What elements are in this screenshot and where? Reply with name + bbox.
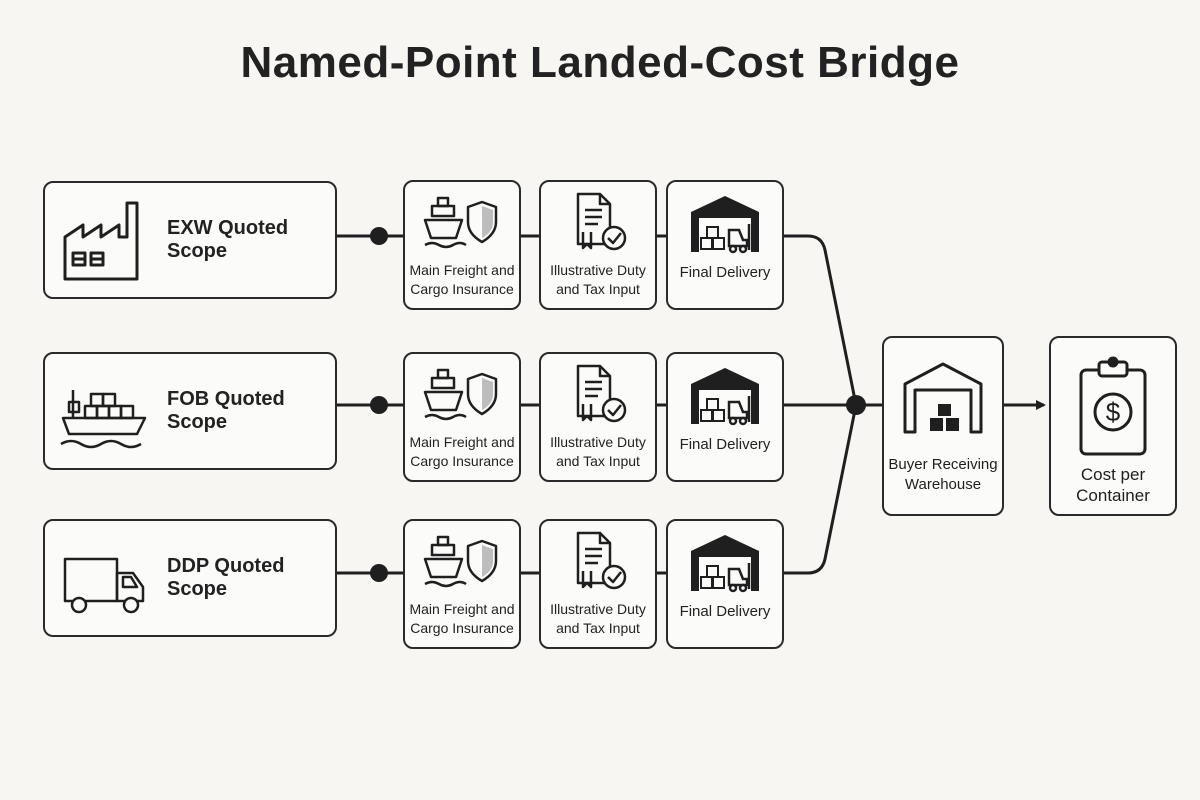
buyer-warehouse-box: Buyer Receiving Warehouse	[882, 336, 1004, 516]
step-label: Main Freight and Cargo Insurance	[409, 262, 515, 297]
step-label: Main Freight and Cargo Insurance	[409, 601, 515, 636]
clipboard-dollar-icon: $	[1079, 356, 1147, 456]
step-final-delivery: Final Delivery	[666, 352, 784, 482]
scope-label: DDP Quoted Scope	[167, 555, 285, 600]
cost-label: Cost per Container	[1076, 465, 1150, 505]
step-label: Illustrative Duty and Tax Input	[550, 434, 646, 469]
step-final-delivery: Final Delivery	[666, 519, 784, 649]
step-label: Final Delivery	[679, 602, 771, 620]
step-duty-tax: Illustrative Duty and Tax Input	[539, 180, 657, 310]
step-freight-insurance: Main Freight and Cargo Insurance	[403, 519, 521, 649]
scope-box-exw: EXW Quoted Scope	[43, 181, 337, 299]
svg-text:$: $	[1106, 397, 1121, 427]
row1-scope-node	[370, 227, 388, 245]
truck-icon	[63, 557, 145, 614]
row3-scope-node	[370, 564, 388, 582]
warehouse-forklift-icon	[691, 368, 759, 426]
row1-merge-curve	[784, 234, 858, 406]
merge-node	[846, 395, 866, 415]
diagram-title: Named-Point Landed-Cost Bridge	[240, 38, 960, 87]
ship-shield-icon	[423, 535, 498, 588]
scope-label: FOB Quoted Scope	[167, 388, 285, 433]
step-label: Final Delivery	[679, 263, 771, 281]
row2-scope-node	[370, 396, 388, 414]
ship-shield-icon	[423, 196, 498, 249]
scope-box-ddp: DDP Quoted Scope	[43, 519, 337, 637]
cost-per-container-box: $ Cost per Container	[1049, 336, 1177, 516]
scope-label: EXW Quoted Scope	[167, 217, 289, 262]
step-freight-insurance: Main Freight and Cargo Insurance	[403, 180, 521, 310]
step-freight-insurance: Main Freight and Cargo Insurance	[403, 352, 521, 482]
step-label: Illustrative Duty and Tax Input	[550, 601, 646, 636]
row3-merge-curve	[784, 404, 858, 575]
step-label: Main Freight and Cargo Insurance	[409, 434, 515, 469]
step-duty-tax: Illustrative Duty and Tax Input	[539, 519, 657, 649]
step-label: Final Delivery	[679, 435, 771, 453]
cargo-ship-icon	[60, 390, 147, 449]
step-final-delivery: Final Delivery	[666, 180, 784, 310]
warehouse-boxes-icon	[903, 362, 983, 434]
document-check-icon	[576, 531, 627, 590]
document-check-icon	[576, 192, 627, 251]
document-check-icon	[576, 364, 627, 423]
warehouse-forklift-icon	[691, 196, 759, 254]
step-duty-tax: Illustrative Duty and Tax Input	[539, 352, 657, 482]
scope-box-fob: FOB Quoted Scope	[43, 352, 337, 470]
warehouse-forklift-icon	[691, 535, 759, 593]
warehouse-label: Buyer Receiving Warehouse	[888, 456, 998, 493]
step-label: Illustrative Duty and Tax Input	[550, 262, 646, 297]
factory-icon	[63, 201, 139, 281]
ship-shield-icon	[423, 368, 498, 421]
